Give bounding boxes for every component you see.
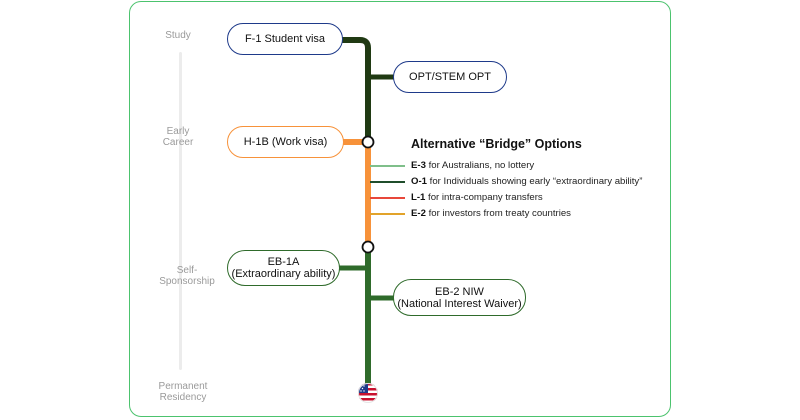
us-flag-icon: [358, 383, 378, 403]
stage-label: Study: [165, 30, 191, 41]
diagram-frame: [129, 1, 671, 417]
option-description: for Individuals showing early “extraordi…: [427, 176, 643, 187]
node-label: (Extraordinary ability): [231, 268, 336, 280]
node-label: H-1B (Work visa): [243, 136, 328, 148]
node-label: EB-1A: [267, 256, 300, 268]
node-opt-stem-opt: OPT/STEM OPT: [393, 61, 507, 93]
option-description: for intra-company transfers: [425, 192, 543, 203]
stage-label: Permanent: [158, 381, 208, 392]
stage-label: Residency: [159, 392, 207, 403]
stage-self-sponsorship: Self- Sponsorship: [137, 265, 237, 287]
stage-permanent-residency: Permanent Residency: [133, 381, 233, 403]
option-description: for Australians, no lottery: [425, 160, 535, 171]
option-code: E-2: [411, 208, 426, 219]
stage-label: Self-: [176, 265, 198, 276]
node-eb2-niw: EB-2 NIW (National Interest Waiver): [393, 279, 526, 316]
stage-label: Career: [162, 137, 194, 148]
path-f1-to-h1b: [340, 37, 371, 142]
option-description: for investors from treaty countries: [425, 208, 571, 219]
bridge-option-e3: E-3 for Australians, no lottery: [411, 160, 534, 171]
node-eb1a: EB-1A (Extraordinary ability): [227, 250, 340, 286]
option-code: L-1: [411, 192, 426, 203]
bridge-option-l1: L-1 for intra-company transfers: [411, 192, 543, 203]
node-label: EB-2 NIW: [435, 285, 484, 298]
bridge-option-e2: E-2 for investors from treaty countries: [411, 208, 571, 219]
stage-label: Sponsorship: [159, 276, 215, 287]
option-code: E-3: [411, 160, 426, 171]
stage-label: Early: [166, 126, 190, 137]
option-code: O-1: [411, 176, 427, 187]
stage-rail: [179, 52, 182, 370]
node-label: OPT/STEM OPT: [409, 71, 491, 83]
node-label: F-1 Student visa: [244, 33, 326, 45]
node-f1-student-visa: F-1 Student visa: [227, 23, 343, 55]
stage-study: Study: [128, 30, 228, 41]
bridge-options-title: Alternative “Bridge” Options: [411, 137, 582, 151]
node-h1b-work-visa: H-1B (Work visa): [227, 126, 344, 158]
node-label: (National Interest Waiver): [397, 297, 522, 310]
stage-early-career: Early Career: [128, 126, 228, 148]
junction-selfsponsor: [361, 240, 375, 254]
junction-h1b: [361, 135, 375, 149]
bridge-option-o1: O-1 for Individuals showing early “extra…: [411, 176, 642, 187]
